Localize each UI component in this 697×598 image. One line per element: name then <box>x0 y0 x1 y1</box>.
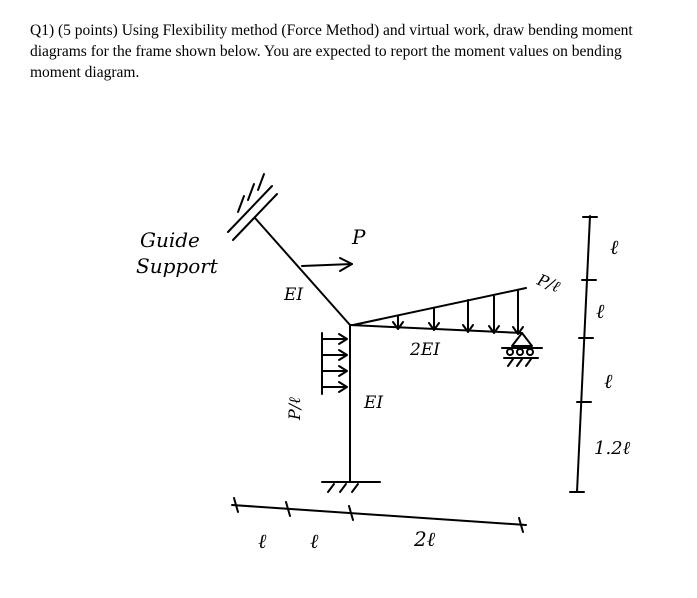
dim-v4-label: 1.2ℓ <box>594 438 631 459</box>
guide-label-2: Support <box>136 254 219 278</box>
vertical-dimension <box>569 215 598 493</box>
horizontal-dimension <box>231 497 527 533</box>
dim-h1-label: ℓ <box>258 529 267 553</box>
dim-v2-label: ℓ <box>596 299 605 323</box>
dim-v1-label: ℓ <box>610 235 619 259</box>
dim-v3-label: ℓ <box>604 369 613 393</box>
inclined-member <box>254 217 351 326</box>
ei-column-label: EI <box>363 393 383 413</box>
ei-incline-label: EI <box>283 285 303 305</box>
column-load-label: P/ℓ <box>285 397 304 421</box>
dim-h2-label: ℓ <box>310 529 319 553</box>
fixed-support <box>321 481 381 493</box>
roller-support <box>501 332 543 367</box>
guide-label-1: Guide <box>140 228 200 252</box>
beam-distributed-load <box>352 287 527 335</box>
dim-h3-label: 2ℓ <box>413 527 436 551</box>
beam-load-label: P/ℓ <box>534 270 564 297</box>
ei-beam-label: 2EI <box>409 340 440 360</box>
guide-support <box>227 173 278 241</box>
load-p-label: P <box>351 225 366 249</box>
point-load-arrow <box>301 257 353 272</box>
question-text: Q1) (5 points) Using Flexibility method … <box>30 22 633 81</box>
column-distributed-load <box>321 332 348 395</box>
